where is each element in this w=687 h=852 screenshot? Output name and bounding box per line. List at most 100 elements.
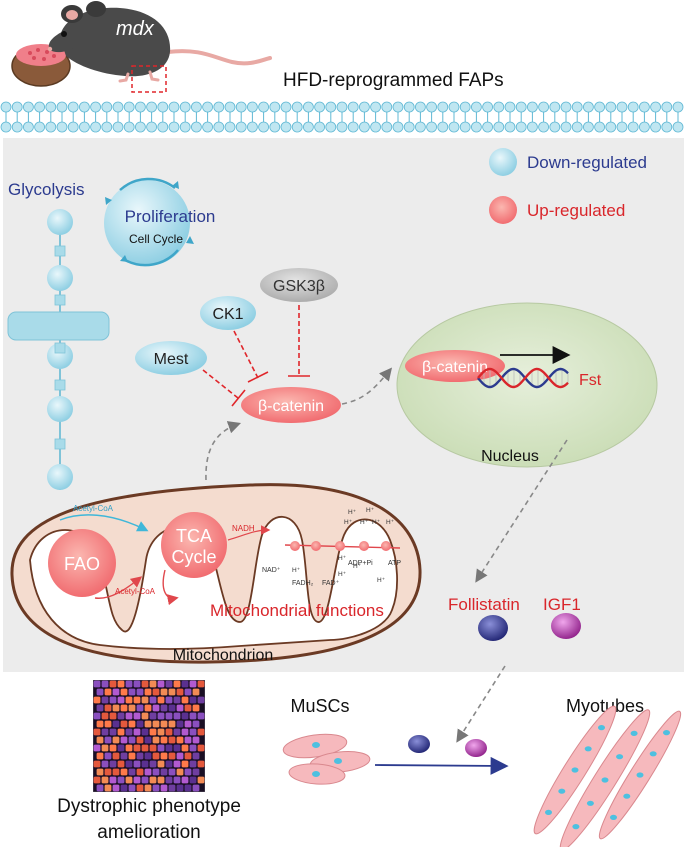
lipid-head (224, 121, 236, 133)
beta-catenin-to-nucleus-arrow (341, 367, 393, 405)
glycolysis-metabolite (47, 396, 73, 422)
muscle-fiber (168, 784, 176, 792)
muscle-fiber (160, 768, 168, 776)
muscle-fiber (192, 768, 200, 776)
muscle-fiber (109, 712, 117, 720)
muscle-fiber (120, 736, 128, 744)
lipid-head (123, 101, 135, 113)
lipid-head (560, 121, 572, 133)
lipid-head (426, 121, 438, 133)
cell-membrane (0, 101, 684, 133)
muscle-fiber (149, 760, 157, 768)
muscle-fiber (112, 736, 120, 744)
acetyl-coa-inner-label: Acetyl-CoA (115, 587, 156, 596)
lipid-head (347, 101, 359, 113)
muscle-fiber (152, 752, 160, 760)
mouse-eye (61, 31, 67, 37)
gsk3b-label: GSK3β (273, 278, 325, 295)
muscle-fiber (144, 736, 152, 744)
muscle-fiber (165, 776, 173, 784)
lipid-head (302, 121, 314, 133)
muscle-fiber (184, 704, 192, 712)
muscle-fiber (184, 784, 192, 792)
muscle-fiber (141, 696, 149, 704)
muscle-fiber (101, 680, 109, 688)
muscle-fiber (136, 688, 144, 696)
muscle-fiber (160, 688, 168, 696)
muscle-fiber (104, 720, 112, 728)
muscle-fiber (101, 728, 109, 736)
muscle-fiber (136, 736, 144, 744)
legend-up-label: Up-regulated (527, 201, 625, 220)
myonucleus (616, 754, 624, 760)
muscle-fiber (157, 744, 165, 752)
glycolysis-enzyme (54, 342, 66, 354)
lipid-head (358, 101, 370, 113)
muscle-fiber (173, 744, 181, 752)
muscle-fiber (93, 680, 101, 688)
tca-label: TCA (176, 526, 212, 546)
muscle-fiber (101, 744, 109, 752)
lipid-head (280, 101, 292, 113)
lipid-head (45, 101, 57, 113)
lipid-head (437, 101, 449, 113)
myonucleus (571, 767, 579, 773)
muscle-fiber (117, 696, 125, 704)
muscle-fiber (168, 768, 176, 776)
lipid-head (179, 101, 191, 113)
muscle-fiber (136, 704, 144, 712)
lipid-head (493, 101, 505, 113)
beta-catenin-node: β-catenin (241, 387, 341, 423)
muscle-fiber (181, 696, 189, 704)
myotubes-label: Myotubes (566, 696, 644, 716)
nuclear-beta-catenin-label: β-catenin (422, 359, 488, 376)
muscle-fiber (93, 728, 101, 736)
lipid-head (403, 101, 415, 113)
lipid-head (392, 121, 404, 133)
muscle-fiber (96, 784, 104, 792)
muscle-fiber (120, 720, 128, 728)
muscle-fiber (125, 760, 133, 768)
muscle-fiber (192, 736, 200, 744)
lipid-head (358, 121, 370, 133)
muscle-fiber (109, 744, 117, 752)
lipid-head (527, 121, 538, 133)
muscle-fiber (152, 768, 160, 776)
glycolysis-metabolite (47, 209, 73, 235)
muscle-fiber (165, 728, 173, 736)
lipid-head (370, 101, 382, 113)
lipid-head (414, 101, 426, 113)
muscle-fiber (189, 680, 197, 688)
ck1-node: CK1 (200, 296, 256, 330)
lipid-head (482, 101, 494, 113)
lipid-head (291, 101, 303, 113)
muscle-fiber (173, 696, 181, 704)
muscs-label: MuSCs (290, 696, 349, 716)
muscle-fiber (184, 720, 192, 728)
muscle-fiber (192, 704, 200, 712)
lipid-head (661, 101, 673, 113)
muscle-fiber (141, 712, 149, 720)
proliferation-node: Proliferation Cell Cycle (104, 177, 215, 267)
muscle-fiber (197, 776, 205, 784)
muscle-fiber (149, 728, 157, 736)
glycolysis-label: Glycolysis (8, 180, 85, 199)
muscle-fiber (168, 688, 176, 696)
lipid-head (549, 101, 561, 113)
lipid-head (414, 121, 426, 133)
lipid-head (101, 101, 113, 113)
muscle-fiber (152, 720, 160, 728)
muscle-fiber (120, 784, 128, 792)
muscle-fiber (152, 704, 160, 712)
muscle-fiber (93, 712, 101, 720)
lipid-head (90, 101, 101, 113)
lipid-head (392, 101, 404, 113)
fadh2-label: FADH₂ (292, 580, 314, 587)
muscle-fiber (101, 712, 109, 720)
muscle-fiber (120, 688, 128, 696)
lipid-head (650, 121, 661, 133)
myonucleus (598, 725, 605, 731)
myonucleus (636, 772, 644, 778)
muscle-fiber (141, 776, 149, 784)
